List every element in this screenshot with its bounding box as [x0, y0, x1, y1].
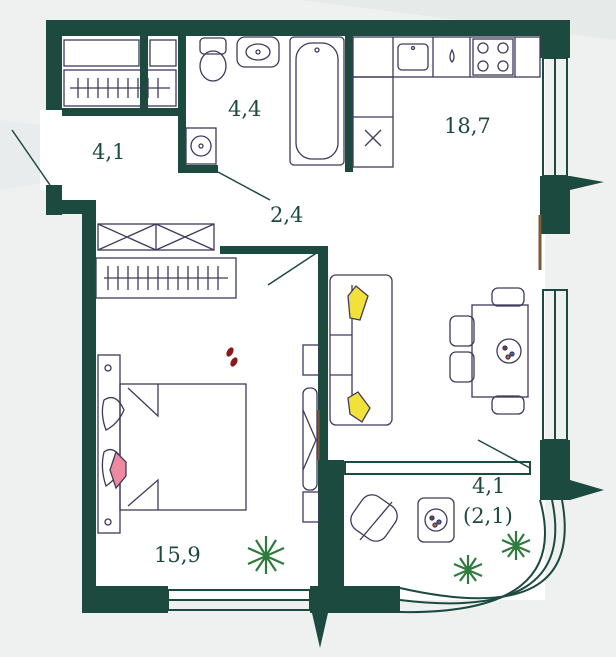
walls	[46, 20, 570, 613]
entrance-markers	[312, 176, 604, 648]
pillow-pink	[109, 450, 127, 490]
balcony-table-icon	[417, 497, 455, 543]
hall-area-label: 4,1	[92, 140, 126, 164]
windows	[167, 57, 568, 614]
slippers-icon	[226, 347, 238, 367]
washing-machine-icon	[185, 127, 217, 165]
closet-area-label: 2,4	[270, 203, 304, 227]
balcony-chair-icon	[350, 494, 398, 542]
wardrobe-icon	[63, 39, 177, 107]
kitchen-counter	[352, 36, 541, 168]
bedroom-wardrobe-icon	[95, 223, 237, 299]
toilet-icon	[199, 37, 227, 82]
plant-icon	[247, 531, 531, 584]
door-lines	[11, 129, 542, 469]
stove-icon	[472, 38, 514, 76]
kitchen-sink-icon	[397, 43, 429, 71]
sink-icon	[236, 36, 280, 68]
dining-table-icon	[449, 287, 529, 415]
bathtub-icon	[289, 36, 345, 166]
pillow-yellow	[347, 285, 371, 423]
balcony-sub-area-label: (2,1)	[463, 504, 513, 528]
bathroom-area-label: 4,4	[228, 97, 262, 121]
bedroom-area-label: 15,9	[154, 543, 201, 567]
bedroom-bench-icon	[302, 344, 320, 523]
kitchen-living-area-label: 18,7	[444, 114, 491, 138]
bed-icon	[97, 354, 247, 534]
balcony-area-label: 4,1	[472, 474, 506, 498]
faucet-icon	[449, 48, 455, 63]
